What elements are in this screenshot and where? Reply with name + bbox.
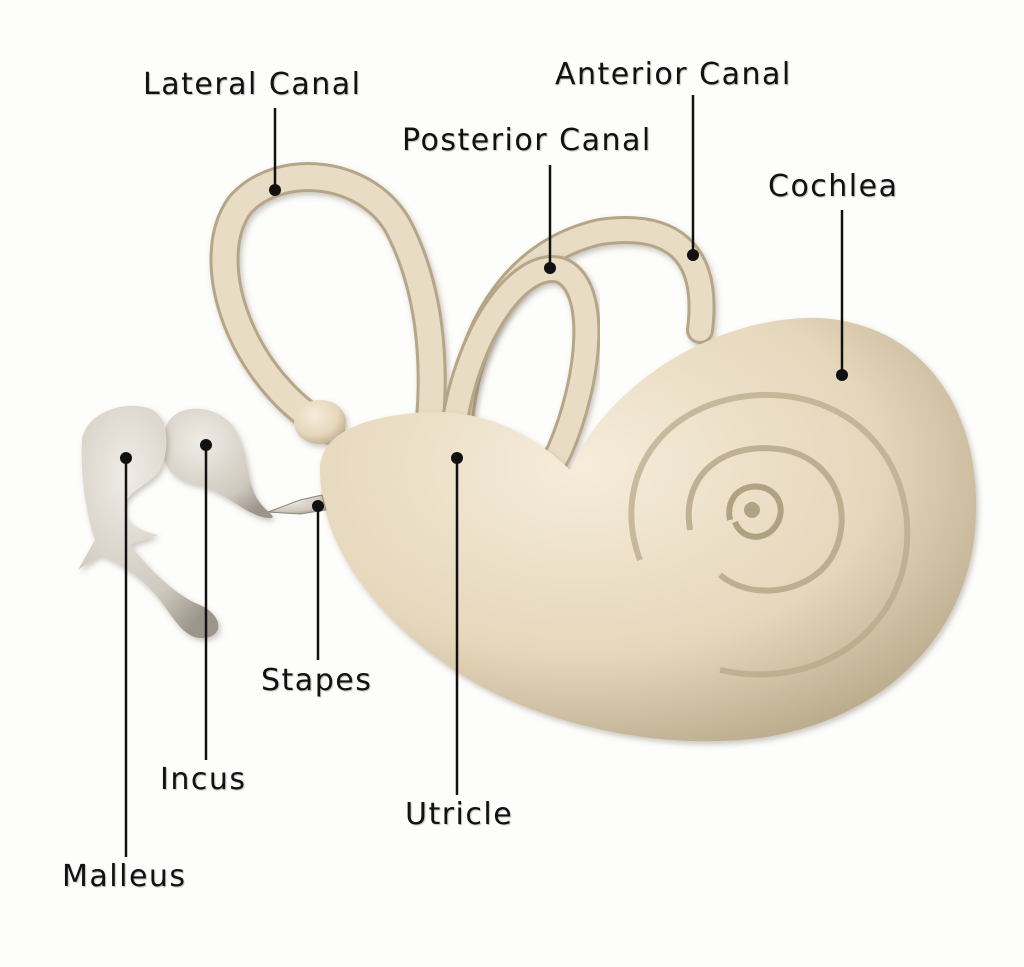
label-cochlea: Cochlea xyxy=(768,169,899,204)
dot-cochlea xyxy=(836,369,848,381)
dot-anterior-canal xyxy=(687,249,699,261)
label-stapes: Stapes xyxy=(261,663,373,698)
dot-incus xyxy=(200,439,212,451)
label-incus: Incus xyxy=(160,762,247,797)
lateral-canal-shape xyxy=(209,162,447,445)
dot-lateral-canal xyxy=(269,184,281,196)
leader-dots xyxy=(120,184,848,512)
label-lateral-canal: Lateral Canal xyxy=(143,67,362,102)
dot-malleus xyxy=(120,452,132,464)
incus-shape xyxy=(162,408,273,519)
malleus-shape xyxy=(78,405,219,639)
label-malleus: Malleus xyxy=(62,859,187,894)
leader-lines xyxy=(124,95,844,857)
cochlea-shape xyxy=(320,317,977,742)
label-utricle: Utricle xyxy=(405,797,514,832)
label-posterior-canal: Posterior Canal xyxy=(402,123,652,158)
dot-utricle xyxy=(451,452,463,464)
dot-posterior-canal xyxy=(544,262,556,274)
label-anterior-canal: Anterior Canal xyxy=(555,57,792,92)
dot-stapes xyxy=(312,500,324,512)
stapes-shape xyxy=(267,494,327,515)
